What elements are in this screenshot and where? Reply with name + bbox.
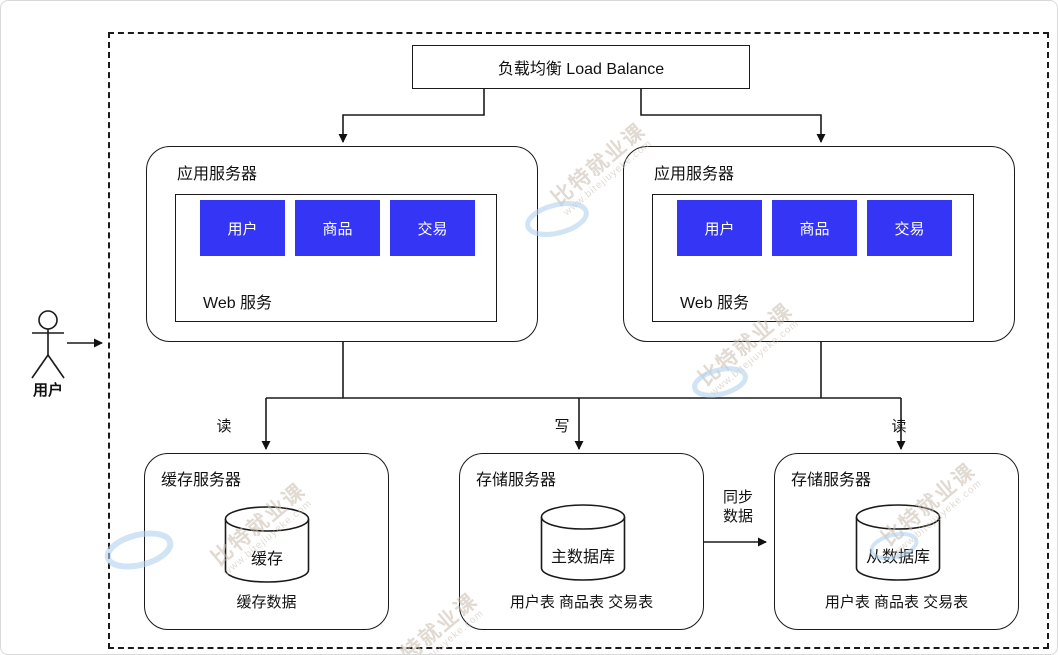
module-trade: 交易	[390, 200, 475, 256]
edge-label-read-right: 读	[891, 418, 907, 435]
module-user: 用户	[677, 200, 762, 256]
cache-db-cylinder: 缓存	[224, 505, 310, 585]
slave-db-label: 从数据库	[865, 549, 930, 566]
module-trade: 交易	[867, 200, 952, 256]
web-service-label-right: Web 服务	[680, 295, 750, 312]
sync-label-line2: 数据	[722, 508, 753, 525]
load-balancer-box: 负载均衡 Load Balance	[412, 45, 750, 89]
app-server-left: 应用服务器 用户 商品 交易 Web 服务	[146, 146, 538, 342]
load-balancer-label: 负载均衡 Load Balance	[497, 61, 665, 78]
slave-caption: 用户表 商品表 交易表	[824, 594, 969, 611]
app-server-right: 应用服务器 用户 商品 交易 Web 服务	[623, 146, 1015, 342]
module-product: 商品	[295, 200, 380, 256]
sync-label-line1: 同步	[722, 489, 753, 506]
edge-label-read-left: 读	[216, 418, 232, 435]
web-service-box-left: 用户 商品 交易 Web 服务	[175, 194, 497, 322]
slave-db-cylinder: 从数据库	[855, 503, 941, 583]
cache-db-label: 缓存	[250, 551, 283, 568]
web-service-label-left: Web 服务	[203, 295, 273, 312]
cache-server-box: 缓存服务器 缓存 缓存数据	[144, 453, 389, 630]
web-service-box-right: 用户 商品 交易 Web 服务	[652, 194, 974, 322]
slave-storage-title: 存储服务器	[791, 472, 872, 489]
user-actor-icon	[31, 310, 65, 379]
master-caption: 用户表 商品表 交易表	[509, 594, 654, 611]
master-db-label: 主数据库	[550, 549, 615, 566]
user-actor-label: 用户	[32, 382, 63, 399]
module-product: 商品	[772, 200, 857, 256]
cache-server-title: 缓存服务器	[161, 472, 242, 489]
app-server-left-title: 应用服务器	[177, 166, 258, 183]
app-server-right-title: 应用服务器	[654, 166, 735, 183]
system-boundary	[108, 32, 1049, 649]
edge-label-write: 写	[554, 418, 570, 435]
slave-storage-box: 存储服务器 从数据库 用户表 商品表 交易表	[774, 453, 1019, 630]
module-user: 用户	[200, 200, 285, 256]
cache-caption: 缓存数据	[236, 594, 297, 611]
edge-label-sync-data: 同步 数据	[708, 488, 768, 526]
master-db-cylinder: 主数据库	[540, 503, 626, 583]
master-storage-box: 存储服务器 主数据库 用户表 商品表 交易表	[459, 453, 704, 630]
master-storage-title: 存储服务器	[476, 472, 557, 489]
